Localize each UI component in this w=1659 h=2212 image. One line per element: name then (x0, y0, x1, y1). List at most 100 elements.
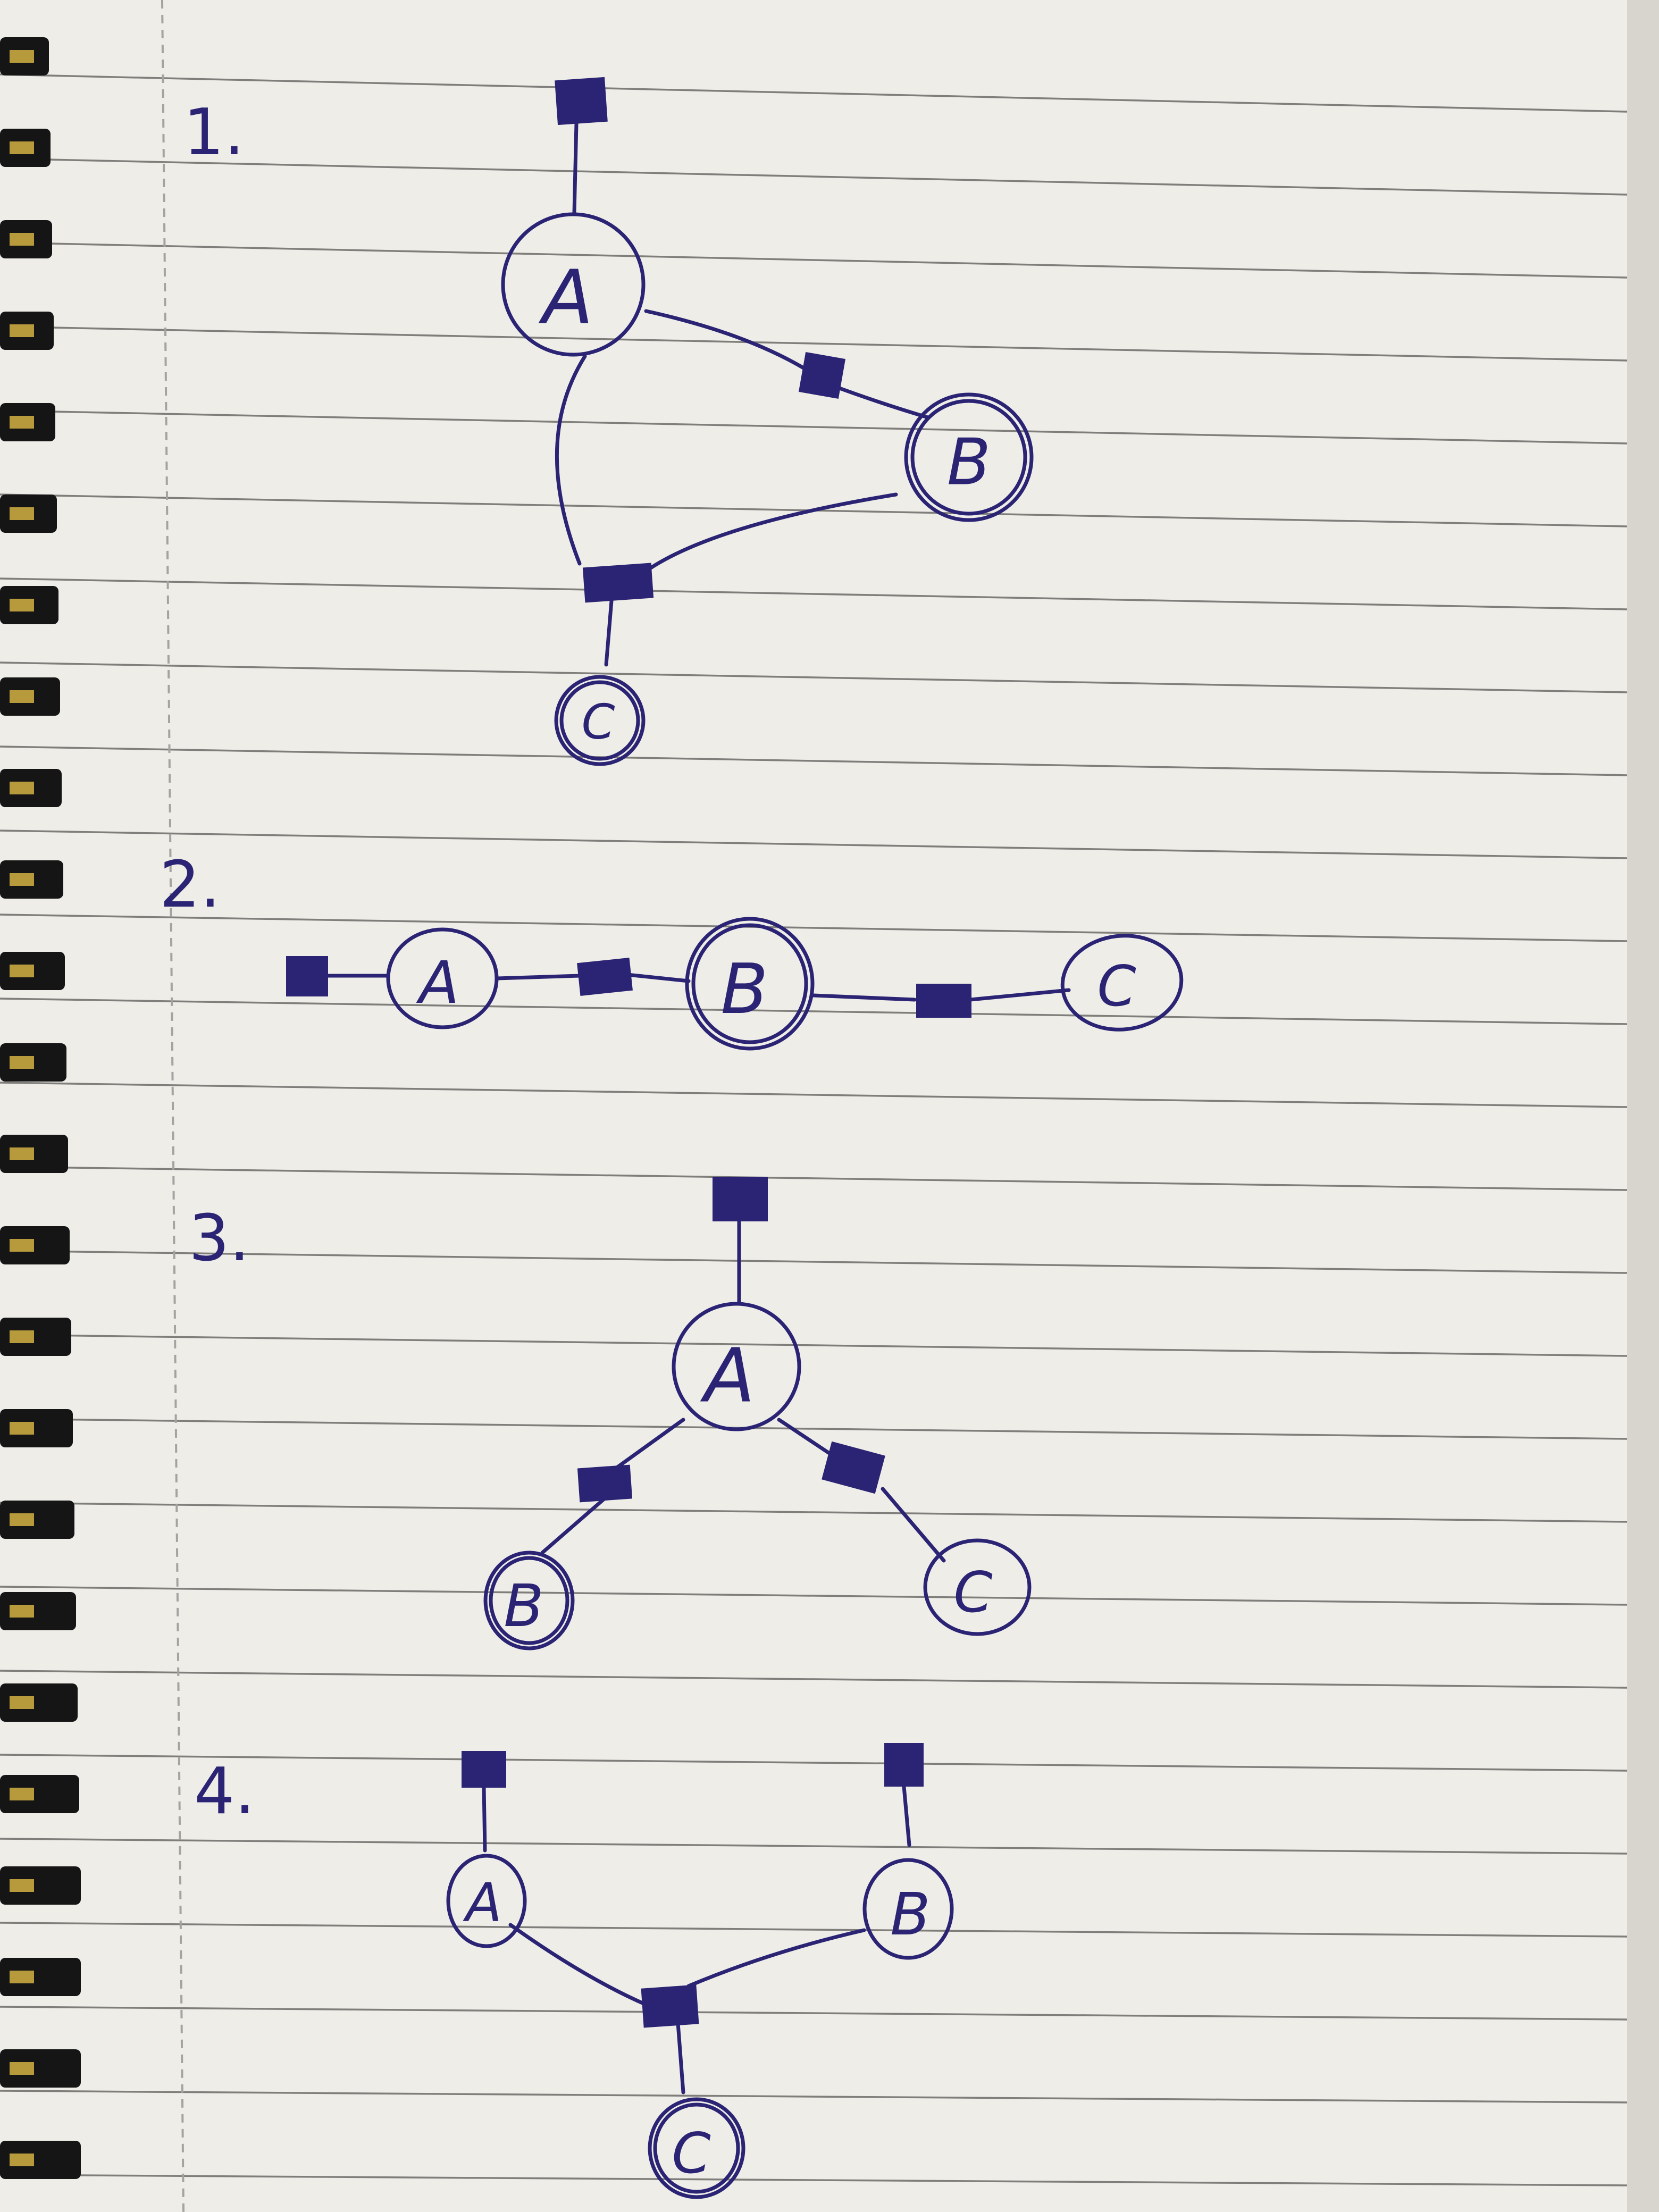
node-label: B (504, 1572, 543, 1640)
factor-node (822, 1441, 885, 1494)
spiral-ring (0, 220, 52, 258)
variable-node-outline (653, 2102, 740, 2194)
edge (881, 1487, 946, 1563)
spiral-ring (0, 129, 51, 167)
edge (625, 973, 691, 983)
edge (830, 383, 930, 420)
variable-node (672, 1302, 801, 1431)
diagram-1: 1. A B C (183, 77, 1034, 766)
edge (495, 974, 582, 981)
spiral-ring (0, 769, 62, 807)
edge (686, 1928, 866, 1988)
ruled-line (0, 1418, 1628, 1440)
ruled-line (0, 745, 1628, 776)
diagram-4: 4. A B C (194, 1743, 954, 2199)
node-label: C (953, 1560, 992, 1625)
edge (811, 993, 917, 1002)
ruled-line (0, 1586, 1628, 1606)
spiral-ring (0, 1226, 70, 1264)
factor-node (577, 957, 633, 996)
ruled-line (0, 577, 1628, 610)
spiral-ring (0, 1318, 71, 1356)
ruled-line (0, 1502, 1628, 1523)
node-label: A (538, 255, 593, 341)
node-label: B (890, 1880, 930, 1948)
diagram-2: 2. A B C (160, 848, 1184, 1051)
ruled-line (0, 73, 1628, 113)
spiral-ring (0, 2049, 81, 2088)
ruled-line (0, 409, 1628, 445)
ruled-line (0, 661, 1628, 693)
variable-node (446, 1854, 527, 1948)
ruled-line (0, 830, 1628, 859)
spiral-ring (0, 1866, 81, 1905)
node-label: C (582, 694, 615, 750)
factor-node (582, 563, 654, 603)
edge (482, 1784, 487, 1853)
node-label: A (416, 949, 459, 1017)
edge (902, 1784, 911, 1847)
ruled-line (0, 1838, 1628, 1855)
edge (777, 1418, 837, 1459)
factor-node (798, 351, 846, 399)
spiral-ring (0, 37, 49, 76)
spiral-ring (0, 586, 58, 624)
ruled-line (0, 2090, 1628, 2104)
ruled-line (0, 2174, 1628, 2186)
edge (604, 599, 614, 667)
factor-node (286, 956, 328, 996)
edge (636, 492, 898, 579)
edge (555, 354, 587, 566)
variable-node (501, 212, 646, 357)
factor-node (577, 1464, 633, 1503)
variable-node (923, 1538, 1032, 1636)
ruled-line (0, 1754, 1628, 1772)
variable-node (648, 2097, 745, 2199)
node-label: A (700, 1333, 755, 1420)
spiral-ring (0, 1501, 74, 1539)
edge (540, 1497, 606, 1555)
spiral-ring (0, 1683, 78, 1722)
factor-node (916, 984, 971, 1018)
variable-node-outline (910, 399, 1027, 516)
spiral-ring (0, 1958, 81, 1996)
variable-node (386, 927, 499, 1029)
spiral-ring (0, 495, 57, 533)
variable-node (554, 675, 646, 766)
node-label: C (672, 2121, 710, 2186)
margin-line (161, 0, 185, 2212)
edge (615, 1418, 685, 1470)
edge (968, 988, 1071, 1002)
spiral-ring (0, 860, 63, 899)
factor-node (713, 1177, 768, 1221)
ruled-line (0, 1166, 1628, 1191)
spiral-ring (0, 2141, 81, 2179)
ruled-line (0, 1670, 1628, 1689)
variable-node-outline (559, 680, 640, 761)
variable-node (904, 392, 1034, 522)
ruled-line (0, 2006, 1628, 2021)
diagram-number: 3. (189, 1202, 250, 1276)
ruled-lines (0, 73, 1628, 2186)
spiral-ring (0, 952, 65, 990)
spiral-ring (0, 677, 60, 716)
node-label: B (947, 426, 991, 500)
spiral-ring (0, 312, 54, 350)
diagram-number: 2. (160, 848, 221, 922)
ruled-line (0, 157, 1628, 196)
ruled-line (0, 914, 1628, 942)
variable-node (1060, 934, 1184, 1032)
ruled-line (0, 998, 1628, 1025)
spiral-ring (0, 1043, 66, 1082)
variable-node (483, 1551, 575, 1650)
diagram-number: 4. (194, 1755, 255, 1829)
node-label: A (463, 1872, 502, 1934)
diagram-number: 1. (183, 96, 245, 170)
spiral-ring (0, 1409, 73, 1447)
node-label: B (720, 949, 768, 1029)
ruled-line (0, 1250, 1628, 1274)
ruled-line (0, 241, 1628, 279)
variable-node (862, 1858, 954, 1960)
factor-node (555, 77, 608, 125)
variable-node-outline (489, 1556, 569, 1645)
